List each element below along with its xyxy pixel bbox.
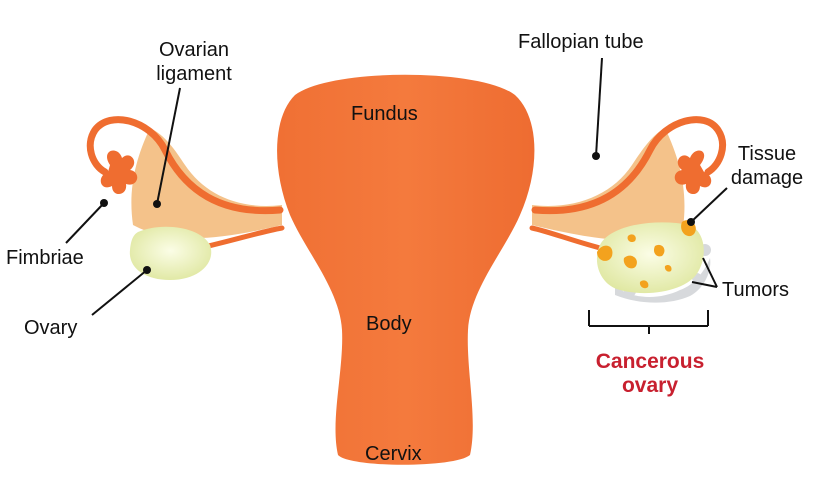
left-ovary (129, 226, 212, 280)
left-ovarian-ligament-line (197, 225, 285, 251)
label-tumors: Tumors (722, 279, 790, 301)
label-fimbriae: Fimbriae (6, 247, 84, 269)
label-tissue-damage-line2: damage (730, 167, 804, 189)
label-body: Body (366, 313, 412, 335)
label-ovarian-ligament-line2: ligament (156, 63, 232, 85)
right-fimbriae (674, 150, 712, 195)
label-ovarian-ligament: Ovarian ligament (146, 38, 242, 86)
right-fallopian-tube (531, 116, 726, 215)
left-fallopian-tube (86, 116, 284, 215)
label-fundus: Fundus (351, 103, 418, 125)
label-ovarian-ligament-line1: Ovarian (158, 39, 230, 61)
left-fimbriae (100, 150, 138, 195)
label-cervix: Cervix (365, 443, 422, 465)
label-tissue-damage: Tissue damage (722, 142, 812, 190)
label-cancerous-ovary-line2: ovary (621, 374, 679, 397)
label-cancerous-ovary-line1: Cancerous (595, 350, 705, 373)
right-ovary (596, 222, 704, 294)
right-ovarian-ligament-line (529, 225, 603, 251)
tumor-growths (615, 258, 711, 303)
uterus-body (277, 74, 535, 465)
label-ovary: Ovary (24, 317, 78, 339)
cancerous-ovary-shape (596, 220, 711, 303)
label-cancerous-ovary: Cancerous ovary (580, 350, 720, 398)
leader-dots (100, 152, 695, 274)
label-tissue-damage-line1: Tissue (737, 143, 797, 165)
left-broad-ligament (131, 128, 282, 239)
leader-lines (65, 57, 728, 334)
label-fallopian-tube: Fallopian tube (518, 31, 644, 53)
